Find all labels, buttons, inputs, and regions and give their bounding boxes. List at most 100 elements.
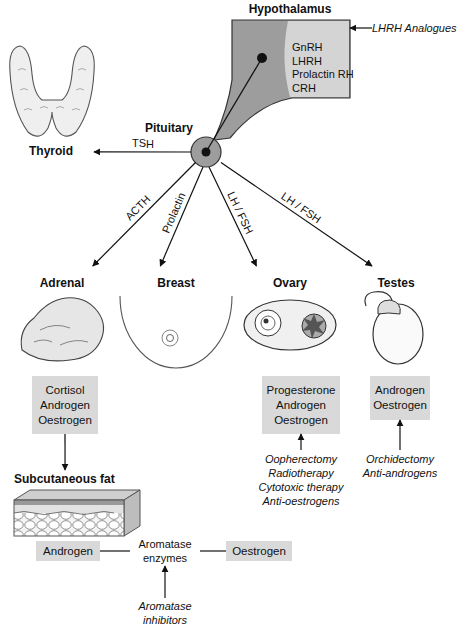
adrenal-gland [21,298,103,361]
node-text: Testes [356,276,436,290]
node-text: Pituitary [133,121,193,135]
hormone-arrow [399,420,400,450]
treatment-list: OrchidectomyAnti-androgens [360,450,440,482]
thyroid-gland [18,69,86,111]
pituitary-gland [191,137,221,167]
ovary [244,300,336,350]
hormone-box: AndrogenOestrogen [370,376,430,420]
breast-outline [120,296,232,368]
node-text: Adrenal [18,276,106,290]
hormone-arrow [300,434,301,450]
node-text: Breast [120,276,232,290]
organ-node: Thyroid [8,40,94,160]
skin-fat-section [14,490,140,536]
node-text: CRH [292,81,362,95]
node-text: Androgen [276,398,326,413]
pituitary-node: Pituitary [191,137,221,167]
thyroid-gland [10,46,95,136]
node-text: Subcutaneous fat [14,472,142,486]
node-text: Oestrogen [373,398,427,413]
ovary [302,314,326,338]
pituitary-gland [202,148,211,157]
node-text: Radiotherapy [268,466,333,480]
hormone-box: ProgesteroneAndrogenOestrogen [262,376,340,434]
organ-node: Ovary [242,266,338,356]
hormone-arrow [164,566,165,598]
node-text: Ovary [242,276,338,290]
breast-outline [162,330,178,346]
node-text: Anti-androgens [363,466,438,480]
skin-fat-section [14,490,140,500]
node-text: Aromatase inhibitors [125,599,205,627]
organ-node: Adrenal [18,266,106,366]
node-text: Androgen [43,544,93,559]
hormone-arrow [160,167,203,266]
node-text: Progesterone [266,383,335,398]
breast-outline [167,335,174,342]
node-text: Androgen [375,383,425,398]
hormone-arrow [200,550,226,551]
tissue-node: Subcutaneous fat [10,470,142,538]
node-text: GnRH [292,40,362,54]
ovary [264,319,269,324]
treatment-note: Aromatase inhibitors [125,598,205,628]
ovary [244,300,336,350]
ovary [261,316,275,330]
hormone-arrow [350,27,372,28]
ovary [255,310,281,336]
hormone-arrow [64,434,65,470]
thyroid-gland [10,46,95,136]
node-text: Oestrogen [274,413,328,428]
node-text: Aromatase enzymes [130,537,200,565]
node-text: Anti-oestrogens [262,494,339,508]
pituitary-gland [257,53,267,63]
hormone-arrow [221,163,372,267]
enzyme-label: Aromatase enzymes [130,536,200,566]
ovary [302,314,325,339]
skin-fat-section [14,500,124,505]
node-text: Thyroid [8,144,94,158]
treatment-note: LHRH Analogues [372,20,468,36]
testis [365,292,423,364]
organ-node: Breast [120,266,232,376]
hormone-label: ACTH [123,193,153,223]
node-text: Oestrogen [232,544,286,559]
pituitary-gland [206,58,262,152]
hormone-label: LH / FSH [279,189,324,225]
hormone-label: TSH [131,137,153,150]
node-text: LHRH [292,54,362,68]
testis [378,300,401,314]
hormone-arrow [94,151,191,152]
hormone-label: LH / FSH [224,190,255,236]
hormone-box: Androgen [36,541,100,561]
node-text: LHRH Analogues [372,21,468,35]
node-text: Oestrogen [38,413,92,428]
node-text: Oopherectomy [265,452,337,466]
skin-fat-section [124,490,140,536]
hormone-arrow [100,550,130,551]
node-text: Prolactin RH [292,67,362,81]
breast-outline [120,296,232,368]
organ-node: Testes [356,266,436,366]
node-text: Cytotoxic therapy [259,480,344,494]
node-text: Hypothalamus [240,2,340,16]
hormone-arrow [93,163,196,267]
node-text: Orchidectomy [366,452,434,466]
node-text: Cortisol [46,383,85,398]
hypothalamus-node: HypothalamusGnRHLHRHProlactin RHCRH [228,20,350,100]
hormone-box: CortisolAndrogenOestrogen [32,376,98,434]
skin-fat-section [14,512,114,515]
node-text: Androgen [40,398,90,413]
skin-fat-section [14,500,124,536]
skin-fat-section [14,500,124,536]
hormone-box: Oestrogen [226,541,292,561]
adrenal-gland [21,298,103,361]
hormone-arrow [209,167,256,266]
adrenal-gland [34,325,88,345]
treatment-list: OopherectomyRadiotherapyCytotoxic therap… [254,450,348,510]
hormone-label: Prolactin [160,191,189,235]
pituitary-gland [191,53,267,167]
